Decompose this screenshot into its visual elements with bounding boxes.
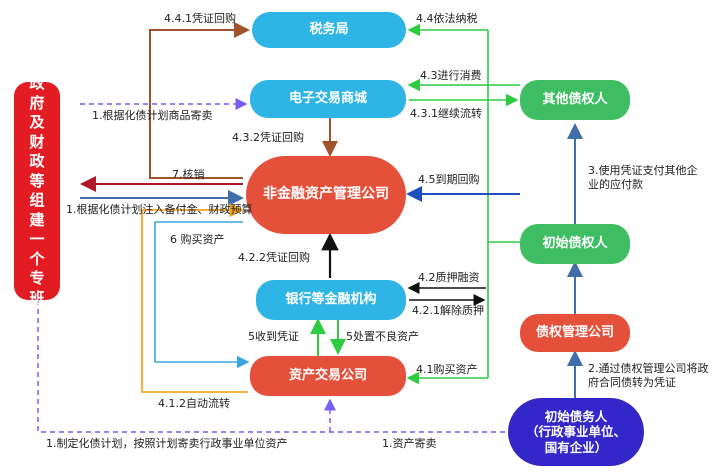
gov-char: 政 (29, 74, 45, 92)
gov-char: 财 (29, 132, 45, 151)
label-shopping-43: 4.3进行消费 (420, 69, 482, 82)
label-release-pledge-421: 4.2.1解除质押 (412, 304, 484, 317)
label-formulate-plan-1: 1.制定化债计划，按照计划寄卖行政事业单位资产 (46, 437, 288, 450)
gov-char: 组 (29, 191, 45, 209)
node-initial-creditor: 初始债权人 (520, 224, 630, 264)
node-ecommerce-mall: 电子交易商城 (250, 80, 406, 118)
gov-char: 专 (29, 269, 45, 287)
label-pledge-financing-42: 4.2质押融资 (418, 271, 480, 284)
label-maturity-buyback-45: 4.5到期回购 (418, 173, 480, 186)
gov-char: 一 (29, 230, 45, 248)
label-pay-tax-44: 4.4依法纳税 (416, 12, 478, 25)
label-inject-funds-1: 1.根据化债计划注入备付金、财政预算 (66, 203, 253, 216)
label-dispose-bad-assets-5: 5处置不良资产 (346, 330, 419, 343)
node-other-creditors: 其他债权人 (520, 80, 630, 120)
label-buy-assets-6: 6 购买资产 (170, 233, 225, 246)
label-use-voucher-3: 3.使用凭证支付其他企业的应付款 (588, 164, 698, 192)
gov-char: 府 (29, 93, 45, 112)
gov-char: 等 (29, 171, 45, 190)
node-bank-institutions: 银行等金融机构 (256, 280, 406, 320)
label-voucher-buyback-422: 4.2.2凭证回购 (238, 251, 310, 264)
node-tax-bureau: 税务局 (252, 12, 406, 48)
label-convert-contract-2: 2.通过债权管理公司将政府合同债转为凭证 (588, 362, 709, 390)
arrow-voucher-buyback-441 (149, 22, 250, 179)
node-initial-debtor: 初始债务人 （行政事业单位、 国有企业） (508, 398, 644, 466)
gov-char: 班 (29, 288, 45, 307)
label-continue-circulation-431: 4.3.1继续流转 (410, 107, 482, 120)
label-buy-assets-41: 4.1购买资产 (416, 363, 478, 376)
label-consign-assets-1: 1.资产寄卖 (382, 437, 437, 450)
gov-char: 政 (29, 152, 45, 170)
gov-char: 及 (29, 113, 45, 131)
label-receive-voucher-5: 5收到凭证 (248, 330, 299, 343)
node-government-team: 政 府 及 财 政 等 组 建 一 个 专 班 (14, 74, 60, 307)
node-nonfinancial-amc: 非金融资产管理公司 (246, 156, 406, 234)
arrow-formulate-plan-1 (37, 300, 508, 433)
initial-debtor-line-2: （行政事业单位、 (525, 424, 626, 440)
node-asset-exchange: 资产交易公司 (250, 356, 406, 396)
label-voucher-buyback-441: 4.4.1凭证回购 (164, 12, 236, 25)
label-auto-circulation-412: 4.1.2自动流转 (158, 397, 230, 410)
arrow-buy-assets-6 (154, 221, 250, 369)
label-voucher-buyback-432: 4.3.2凭证回购 (232, 131, 304, 144)
gov-char: 建 (29, 210, 45, 229)
label-consign-goods-1: 1.根据化债计划商品寄卖 (92, 109, 213, 122)
arrow-auto-circulation-412 (141, 202, 248, 393)
initial-debtor-line-1: 初始债务人 (544, 408, 608, 424)
label-verify-7: 7.核销 (172, 168, 205, 181)
node-debt-mgmt-company: 债权管理公司 (520, 314, 630, 352)
initial-debtor-line-3: 国有企业） (544, 439, 608, 455)
gov-char: 个 (29, 249, 45, 268)
